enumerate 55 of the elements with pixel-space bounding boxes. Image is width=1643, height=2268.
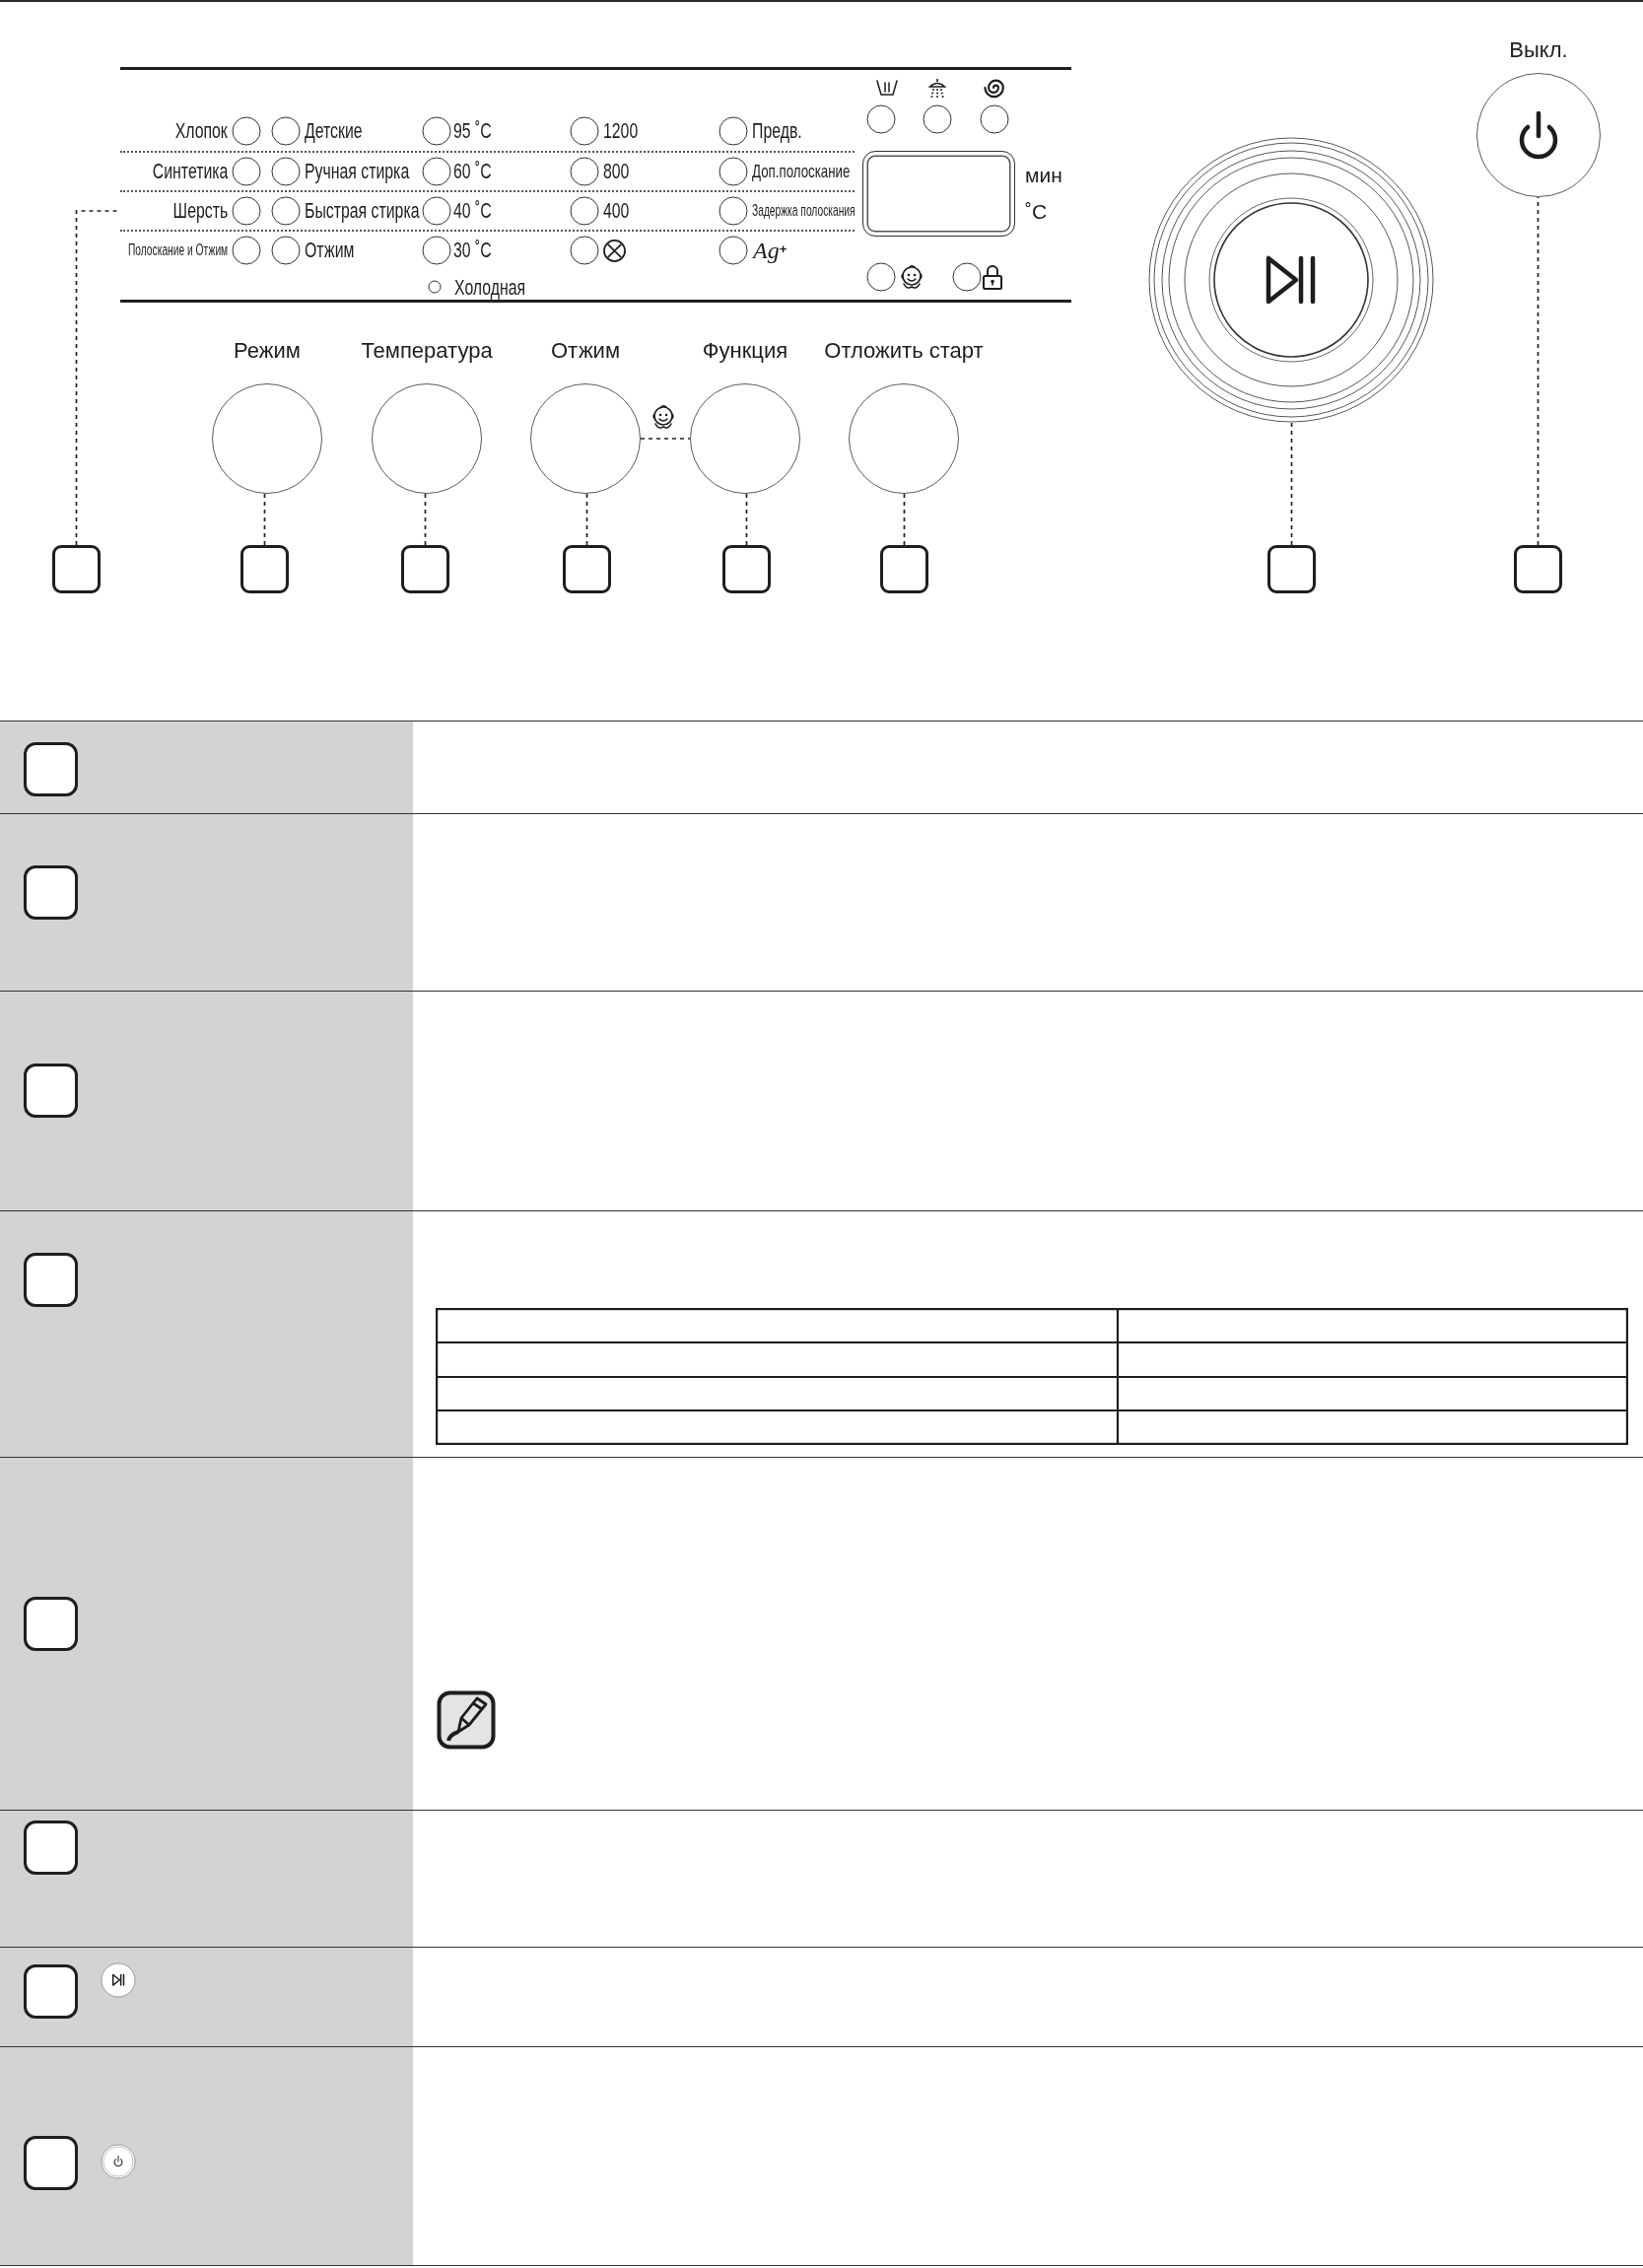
start-pause-dial	[1148, 137, 1434, 423]
callout-box	[24, 865, 78, 920]
option-label: Предв.	[752, 117, 802, 145]
option-label: Доп.полоскание	[752, 160, 851, 183]
callout-box	[24, 1964, 78, 2019]
callout-box	[722, 545, 771, 593]
callout-box	[24, 742, 78, 796]
callout-box	[24, 1821, 78, 1875]
spin-speed-label: 400	[603, 197, 630, 225]
control-label: Отжим	[550, 337, 621, 365]
spin-speed-label: 800	[603, 158, 630, 185]
program-label: Детские	[305, 117, 363, 145]
control-label: Отложить старт	[824, 337, 984, 365]
leader-line	[1290, 422, 1293, 546]
callout-box	[24, 1597, 78, 1651]
control-label: Температура	[361, 337, 493, 365]
temperature-label: 60 ˚C	[453, 158, 492, 185]
option-label: Ag$^{+}$	[751, 237, 788, 265]
leader-line	[585, 493, 588, 546]
callout-box	[563, 545, 611, 593]
program-label: Быстрая стирка	[305, 197, 420, 225]
temperature-label: 40 ˚C	[453, 197, 492, 225]
display-screen	[862, 151, 1015, 237]
callout-box	[24, 1253, 78, 1307]
program-label: Шерсть	[172, 197, 228, 225]
program-label: Отжим	[305, 237, 355, 264]
temperature-label: Холодная	[454, 274, 526, 302]
callout-box	[1267, 545, 1316, 593]
callout-box	[52, 545, 101, 593]
callout-box	[240, 545, 289, 593]
callout-box	[880, 545, 928, 593]
unit-label: мин	[1025, 163, 1062, 188]
dotted-connector	[640, 438, 691, 440]
leader-line	[745, 493, 748, 546]
program-label: Ручная стирка	[305, 158, 410, 185]
program-label: Синтетика	[152, 158, 228, 185]
program-label: Хлопок	[174, 117, 228, 145]
program-label: Полоскание и Отжим	[127, 241, 228, 260]
control-label: Выкл.	[1509, 36, 1568, 64]
indicator-panel	[120, 67, 1071, 303]
callout-box	[24, 2136, 78, 2190]
callout-box	[401, 545, 449, 593]
leader-line	[263, 493, 266, 546]
unit-label: ˚C	[1025, 199, 1048, 225]
control-label: Режим	[234, 337, 301, 365]
spin-speed-label: 1200	[603, 117, 639, 145]
temperature-label: 95 ˚C	[453, 117, 492, 145]
option-label: Задержка полоскания	[752, 201, 856, 221]
leader-line	[1537, 196, 1540, 546]
leader-line	[424, 493, 427, 546]
callout-box	[24, 1064, 78, 1118]
control-label: Функция	[702, 337, 788, 365]
callout-box	[1514, 545, 1562, 593]
temperature-label: 30 ˚C	[453, 237, 492, 264]
leader-line	[903, 493, 906, 546]
